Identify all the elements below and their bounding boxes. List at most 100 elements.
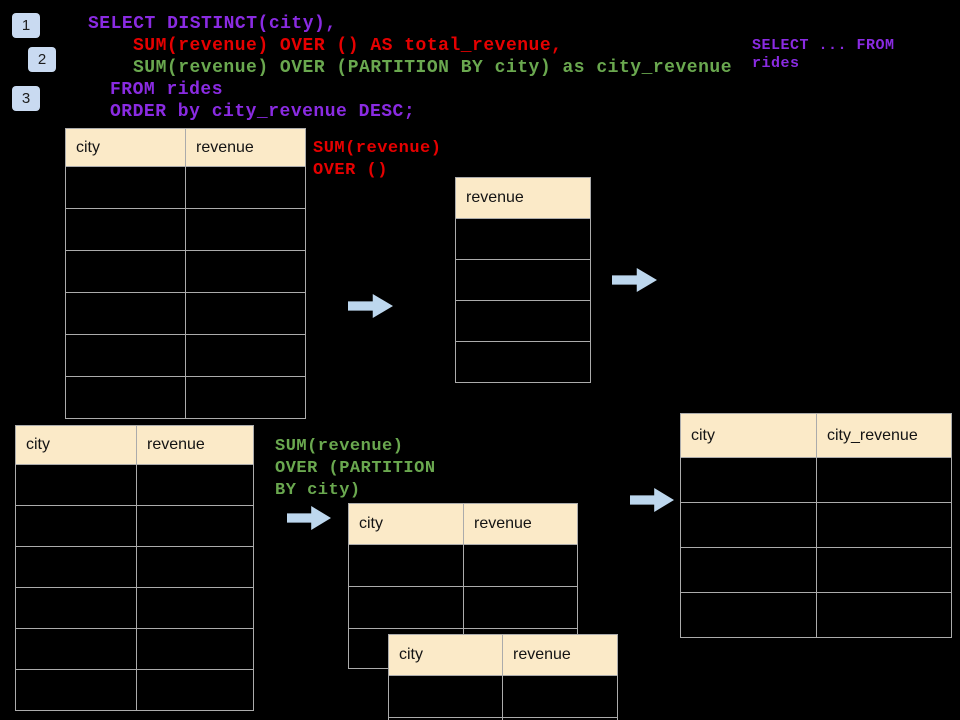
table-row — [65, 334, 306, 377]
table-row — [680, 547, 952, 593]
empty-cell — [136, 628, 254, 670]
empty-cell — [15, 505, 137, 547]
empty-cell — [136, 587, 254, 629]
sql-line-total-revenue: SUM(revenue) OVER () AS total_revenue, — [133, 36, 563, 56]
arrow-right-icon — [612, 268, 657, 292]
empty-cell — [15, 587, 137, 629]
table-row — [15, 669, 254, 711]
empty-cell — [185, 250, 306, 293]
empty-cell — [185, 166, 306, 209]
table-row — [455, 259, 591, 301]
city-revenue-result-table: city city_revenue — [680, 413, 952, 638]
source-bottom-col-city: city — [15, 425, 137, 465]
total-revenue-table: revenue — [455, 177, 591, 383]
empty-cell — [463, 586, 578, 629]
empty-cell — [15, 464, 137, 506]
arrow-right-icon — [348, 294, 393, 318]
empty-cell — [680, 457, 817, 503]
empty-cell — [816, 547, 952, 593]
table-row — [15, 546, 254, 588]
empty-cell — [348, 586, 464, 629]
source-top-col-revenue: revenue — [185, 128, 306, 167]
partition-a-col-city: city — [348, 503, 464, 545]
table-row — [348, 544, 578, 587]
table-row — [455, 300, 591, 342]
source-top-col-city: city — [65, 128, 186, 167]
partition-b-col-city: city — [388, 634, 503, 676]
partition-b-col-revenue: revenue — [502, 634, 618, 676]
empty-cell — [816, 457, 952, 503]
partition-table-b: city revenue — [388, 634, 618, 720]
empty-cell — [136, 669, 254, 711]
table-row — [65, 292, 306, 335]
partition-annot-line1: SUM(revenue) — [275, 437, 404, 456]
table-row — [65, 376, 306, 419]
empty-cell — [455, 218, 591, 260]
table-row — [680, 502, 952, 548]
table-row — [15, 628, 254, 670]
table-row — [348, 586, 578, 629]
step-1-label: 1 — [21, 17, 31, 34]
empty-cell — [185, 292, 306, 335]
table-row — [65, 166, 306, 209]
empty-cell — [185, 208, 306, 251]
empty-cell — [502, 717, 618, 720]
total-revenue-col-revenue: revenue — [455, 177, 591, 219]
empty-cell — [65, 334, 186, 377]
table-row — [388, 717, 618, 720]
step-3-label: 3 — [21, 90, 31, 107]
arrow-right-icon — [630, 488, 674, 512]
total-window-annot-line1: SUM(revenue) — [313, 139, 442, 158]
table-row — [388, 675, 618, 718]
step-2-label: 2 — [37, 51, 47, 68]
empty-cell — [65, 166, 186, 209]
source-table-bottom: city revenue — [15, 425, 254, 711]
step-3-badge: 3 — [12, 86, 40, 111]
empty-cell — [502, 675, 618, 718]
empty-cell — [680, 502, 817, 548]
step-2-badge: 2 — [28, 47, 56, 72]
empty-cell — [680, 547, 817, 593]
table-row — [65, 250, 306, 293]
table-row — [65, 208, 306, 251]
partition-a-col-revenue: revenue — [463, 503, 578, 545]
empty-cell — [816, 592, 952, 638]
empty-cell — [185, 334, 306, 377]
empty-cell — [455, 259, 591, 301]
sql-line-select: SELECT DISTINCT(city), — [88, 14, 337, 34]
empty-cell — [455, 300, 591, 342]
result-col-city-revenue: city_revenue — [816, 413, 952, 458]
empty-cell — [65, 376, 186, 419]
empty-cell — [136, 546, 254, 588]
arrow-right-icon — [287, 506, 331, 530]
empty-cell — [680, 592, 817, 638]
empty-cell — [136, 505, 254, 547]
partition-annot-line2: OVER (PARTITION — [275, 459, 436, 478]
side-note-line2: rides — [752, 55, 800, 72]
table-row — [680, 457, 952, 503]
empty-cell — [185, 376, 306, 419]
table-row — [455, 341, 591, 383]
source-table-top: city revenue — [65, 128, 306, 419]
total-window-annot-line2: OVER () — [313, 161, 388, 180]
empty-cell — [15, 669, 137, 711]
result-col-city: city — [680, 413, 817, 458]
sql-line-city-revenue: SUM(revenue) OVER (PARTITION BY city) as… — [133, 58, 732, 78]
empty-cell — [15, 628, 137, 670]
source-bottom-col-revenue: revenue — [136, 425, 254, 465]
empty-cell — [65, 250, 186, 293]
side-note-line1: SELECT ... FROM — [752, 37, 895, 54]
step-1-badge: 1 — [12, 13, 40, 38]
table-row — [15, 587, 254, 629]
empty-cell — [348, 544, 464, 587]
table-row — [455, 218, 591, 260]
empty-cell — [463, 544, 578, 587]
empty-cell — [388, 675, 503, 718]
sql-line-from: FROM rides — [110, 80, 224, 100]
empty-cell — [15, 546, 137, 588]
sql-line-order-by: ORDER by city_revenue DESC; — [110, 102, 416, 122]
empty-cell — [65, 292, 186, 335]
table-row — [15, 505, 254, 547]
empty-cell — [136, 464, 254, 506]
empty-cell — [816, 502, 952, 548]
